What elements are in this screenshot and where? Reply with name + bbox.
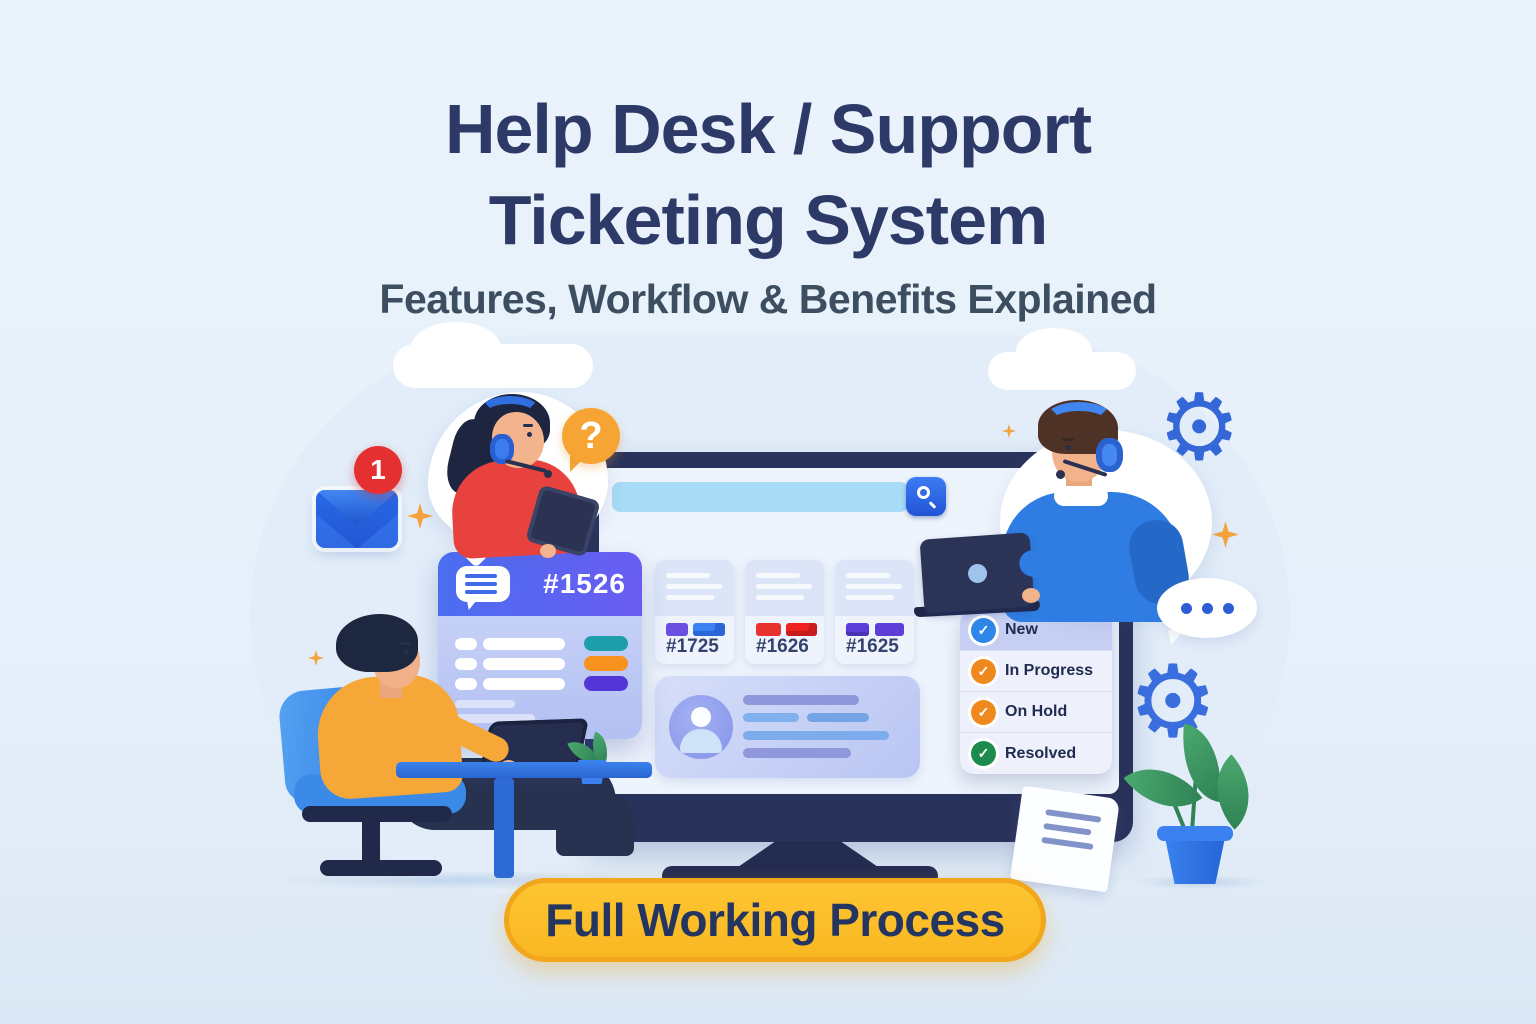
text-placeholder [807, 713, 869, 722]
status-row-resolved[interactable]: ✓ Resolved [960, 733, 1112, 774]
cloud-left [393, 322, 593, 388]
ticket-card-1725[interactable]: #1725 [655, 560, 734, 664]
priority-pill-orange [584, 656, 628, 671]
headset-earcup [1096, 438, 1123, 472]
question-bubble: ? [562, 408, 620, 464]
search-bar [610, 477, 946, 516]
search-button[interactable] [906, 477, 946, 516]
male-agent-collar [1054, 486, 1108, 506]
text-placeholder [743, 731, 889, 740]
title-line-1: Help Desk / Support [444, 90, 1092, 168]
desk [396, 762, 652, 778]
office-chair-frame [302, 806, 452, 822]
check-icon: ✓ [971, 617, 996, 643]
status-label: On Hold [1005, 703, 1068, 720]
face-detail [1062, 438, 1074, 441]
tag-purple-2 [875, 623, 904, 636]
main-ticket-card[interactable]: #1526 [438, 552, 642, 739]
male-agent-hand [1022, 588, 1040, 603]
check-icon: ✓ [971, 699, 996, 725]
ticket-detail-panel[interactable] [655, 676, 920, 778]
priority-pill-purple [584, 676, 628, 691]
text-placeholder [743, 748, 851, 758]
status-row-in-progress[interactable]: ✓ In Progress [960, 651, 1112, 692]
cta-button[interactable]: Full Working Process [504, 878, 1046, 962]
face-detail [527, 432, 532, 437]
status-label: In Progress [1005, 662, 1094, 679]
tag-red-2 [786, 623, 817, 636]
ticket-number: #1626 [756, 636, 809, 657]
field-placeholder [455, 638, 477, 650]
tag-red [756, 623, 781, 636]
laptop-icon [919, 532, 1035, 614]
header: Help Desk / Support Ticketing System Fea… [0, 84, 1536, 323]
check-icon: ✓ [971, 658, 996, 684]
headset-icon [1044, 402, 1114, 438]
field-placeholder [455, 714, 535, 723]
desk-leg [494, 778, 514, 878]
chat-dots-bubble [1157, 578, 1257, 638]
page-subtitle: Features, Workflow & Benefits Explained [379, 276, 1157, 322]
ticket-number: #1625 [846, 636, 899, 657]
search-icon [917, 486, 930, 499]
status-label: Resolved [1005, 744, 1077, 762]
email-icon [316, 490, 398, 548]
plant-pot-rim [1157, 826, 1233, 841]
chat-bubble-icon [456, 566, 510, 602]
tag-purple [666, 623, 688, 636]
ticket-card-header: #1526 [438, 552, 642, 616]
face-detail [404, 650, 409, 655]
tag-blue [693, 623, 725, 636]
field-placeholder [483, 658, 565, 670]
status-list: ✓ New ✓ In Progress ✓ On Hold ✓ Resolved [960, 610, 1112, 774]
face-detail [400, 642, 411, 645]
plant-pot [1165, 838, 1225, 884]
check-icon: ✓ [971, 741, 996, 766]
search-input[interactable] [612, 482, 908, 512]
priority-pill-teal [584, 636, 628, 651]
ticket-number: #1725 [666, 636, 719, 657]
employee-legs [556, 792, 634, 856]
face-detail [1066, 445, 1071, 450]
text-placeholder [743, 713, 799, 722]
ticket-card-1626[interactable]: #1626 [745, 560, 824, 664]
gear-icon: ⚙ [1158, 374, 1241, 481]
tag-purple-icon [846, 623, 869, 636]
user-avatar [669, 695, 733, 759]
ticket-card-1625[interactable]: #1625 [835, 560, 914, 664]
ticket-number: #1526 [543, 568, 626, 599]
text-placeholder [743, 695, 859, 705]
title-line-2: Ticketing System [488, 181, 1048, 259]
cloud-right [988, 328, 1136, 390]
status-row-on-hold[interactable]: ✓ On Hold [960, 692, 1112, 733]
status-label: New [1005, 621, 1038, 638]
field-placeholder [455, 678, 477, 690]
field-placeholder [455, 700, 515, 708]
office-chair-base [320, 860, 442, 876]
headset-mic [544, 470, 552, 478]
woman-agent-hand [540, 544, 556, 558]
field-placeholder [455, 658, 477, 670]
field-placeholder [483, 678, 565, 690]
office-chair-post [362, 818, 380, 864]
field-placeholder [483, 638, 565, 650]
document-icon [1009, 785, 1121, 893]
notification-badge: 1 [354, 446, 402, 494]
headset-mic [1056, 470, 1065, 479]
page-title: Help Desk / Support Ticketing System [0, 84, 1536, 266]
headset-icon [478, 396, 542, 430]
